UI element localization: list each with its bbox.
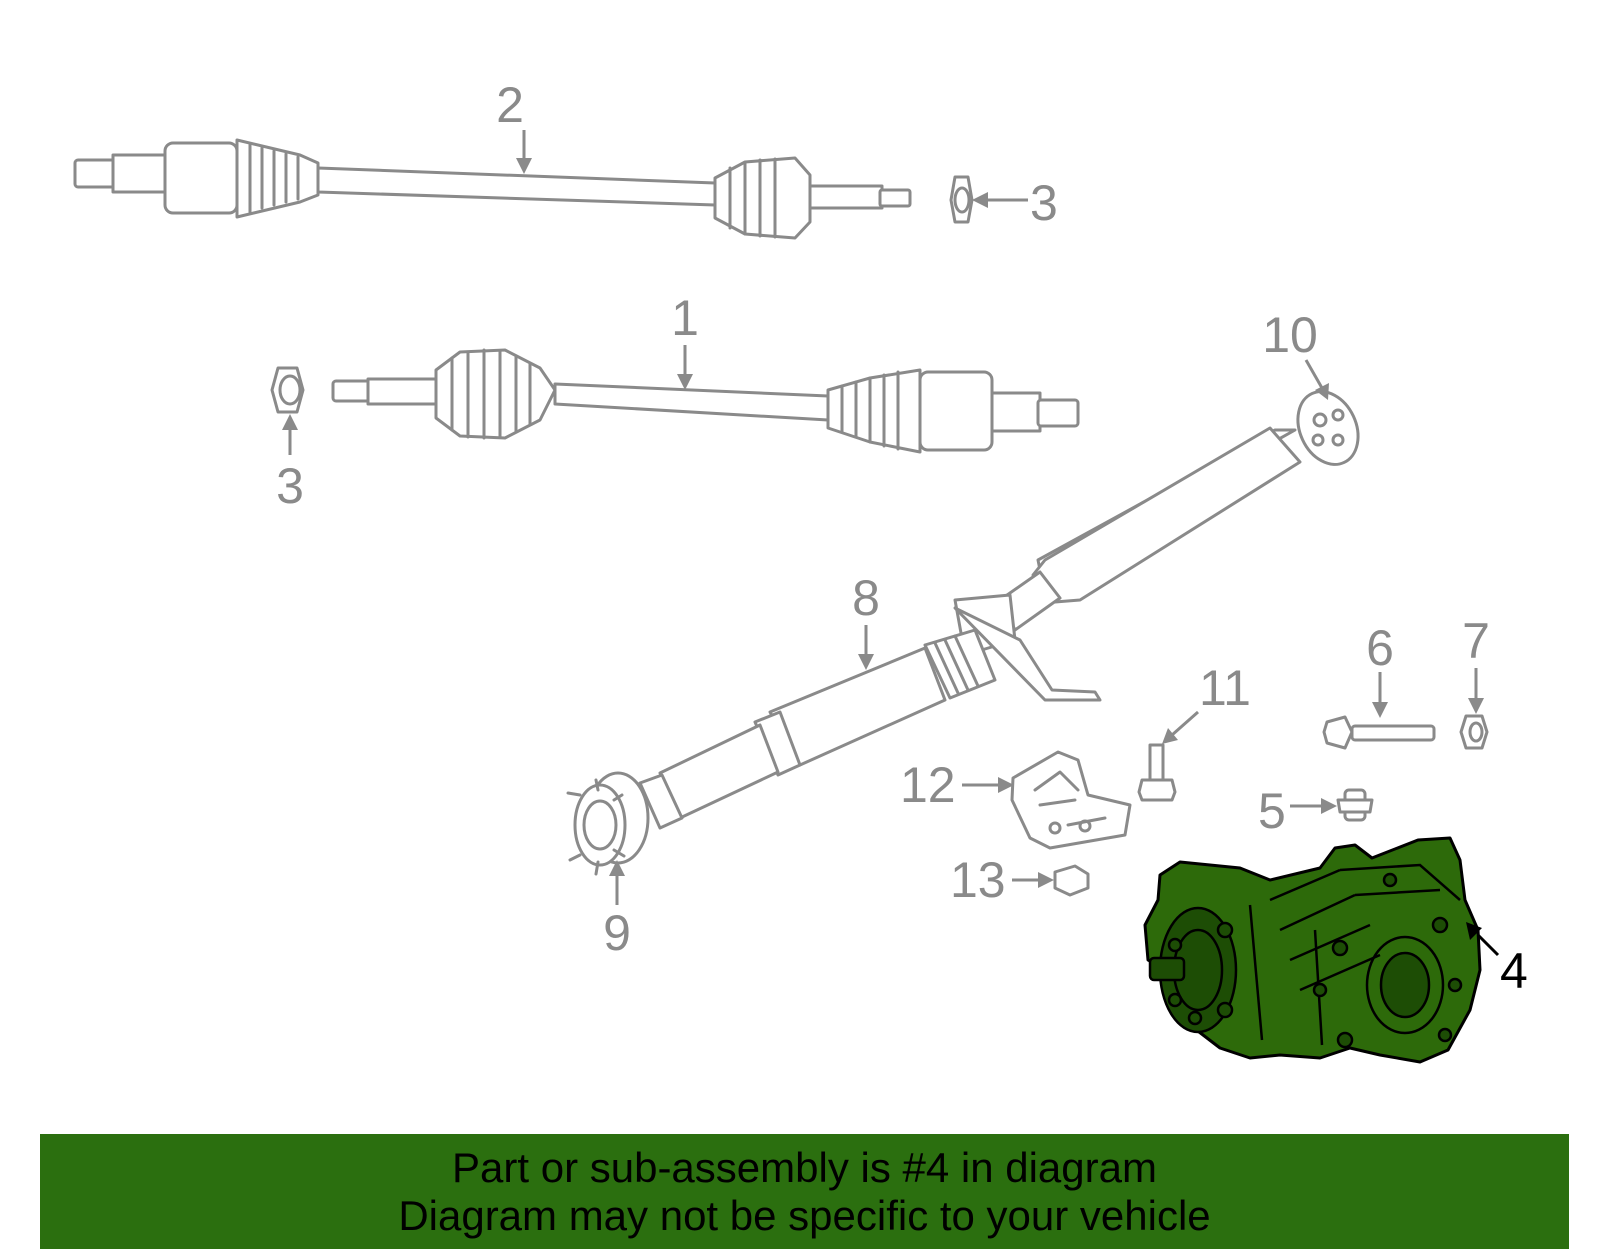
rear-differential-part-4[interactable] bbox=[1143, 836, 1482, 1064]
callout-label-7: 7 bbox=[1462, 613, 1490, 669]
half-shaft-part-2[interactable] bbox=[73, 138, 912, 240]
callout-label-9: 9 bbox=[603, 905, 631, 961]
callout-label-2: 2 bbox=[496, 77, 524, 133]
callout-label-6: 6 bbox=[1366, 620, 1394, 676]
bolt-part-11[interactable] bbox=[1137, 743, 1177, 802]
bracket-part-12[interactable] bbox=[1010, 750, 1132, 850]
callout-10: 10 bbox=[1262, 307, 1329, 400]
callout-9: 9 bbox=[603, 860, 631, 961]
banner-line-1: Part or sub-assembly is #4 in diagram bbox=[452, 1144, 1157, 1191]
callout-label-1: 1 bbox=[671, 290, 699, 346]
bolt-part-6[interactable] bbox=[1322, 715, 1436, 750]
callout-8: 8 bbox=[852, 570, 880, 670]
callout-4: 4 bbox=[1466, 922, 1528, 999]
plug-part-5[interactable] bbox=[1336, 788, 1374, 822]
callout-label-10: 10 bbox=[1262, 307, 1318, 363]
callout-2: 2 bbox=[496, 77, 532, 174]
callout-label-8: 8 bbox=[852, 570, 880, 626]
nut-part-7[interactable] bbox=[1459, 714, 1489, 750]
half-shaft-part-1[interactable] bbox=[331, 348, 1080, 454]
callout-11: 11 bbox=[1162, 660, 1251, 744]
nut-part-13[interactable] bbox=[1053, 864, 1090, 897]
callout-label-3-lower: 3 bbox=[276, 458, 304, 514]
nut-part-3-lower[interactable] bbox=[270, 366, 305, 414]
banner-line-2: Diagram may not be specific to your vehi… bbox=[398, 1192, 1211, 1239]
callout-label-12: 12 bbox=[900, 757, 956, 813]
callout-5: 5 bbox=[1258, 783, 1337, 839]
info-banner: Part or sub-assembly is #4 in diagram Di… bbox=[40, 1134, 1569, 1249]
callout-7: 7 bbox=[1462, 613, 1490, 714]
callout-1: 1 bbox=[671, 290, 699, 390]
callout-label-13: 13 bbox=[950, 852, 1006, 908]
callout-3-upper: 3 bbox=[972, 175, 1058, 231]
callout-label-3-upper: 3 bbox=[1030, 175, 1058, 231]
callout-6: 6 bbox=[1366, 620, 1394, 718]
callout-label-4: 4 bbox=[1500, 943, 1528, 999]
callout-label-11: 11 bbox=[1199, 660, 1251, 716]
flange-part-10[interactable] bbox=[1287, 382, 1370, 475]
callout-3-lower: 3 bbox=[276, 414, 304, 514]
nut-part-3-upper[interactable] bbox=[949, 175, 974, 224]
callout-label-5: 5 bbox=[1258, 783, 1286, 839]
callout-13: 13 bbox=[950, 852, 1054, 908]
callout-12: 12 bbox=[900, 757, 1014, 813]
propeller-shaft-part-8[interactable] bbox=[566, 426, 1302, 876]
